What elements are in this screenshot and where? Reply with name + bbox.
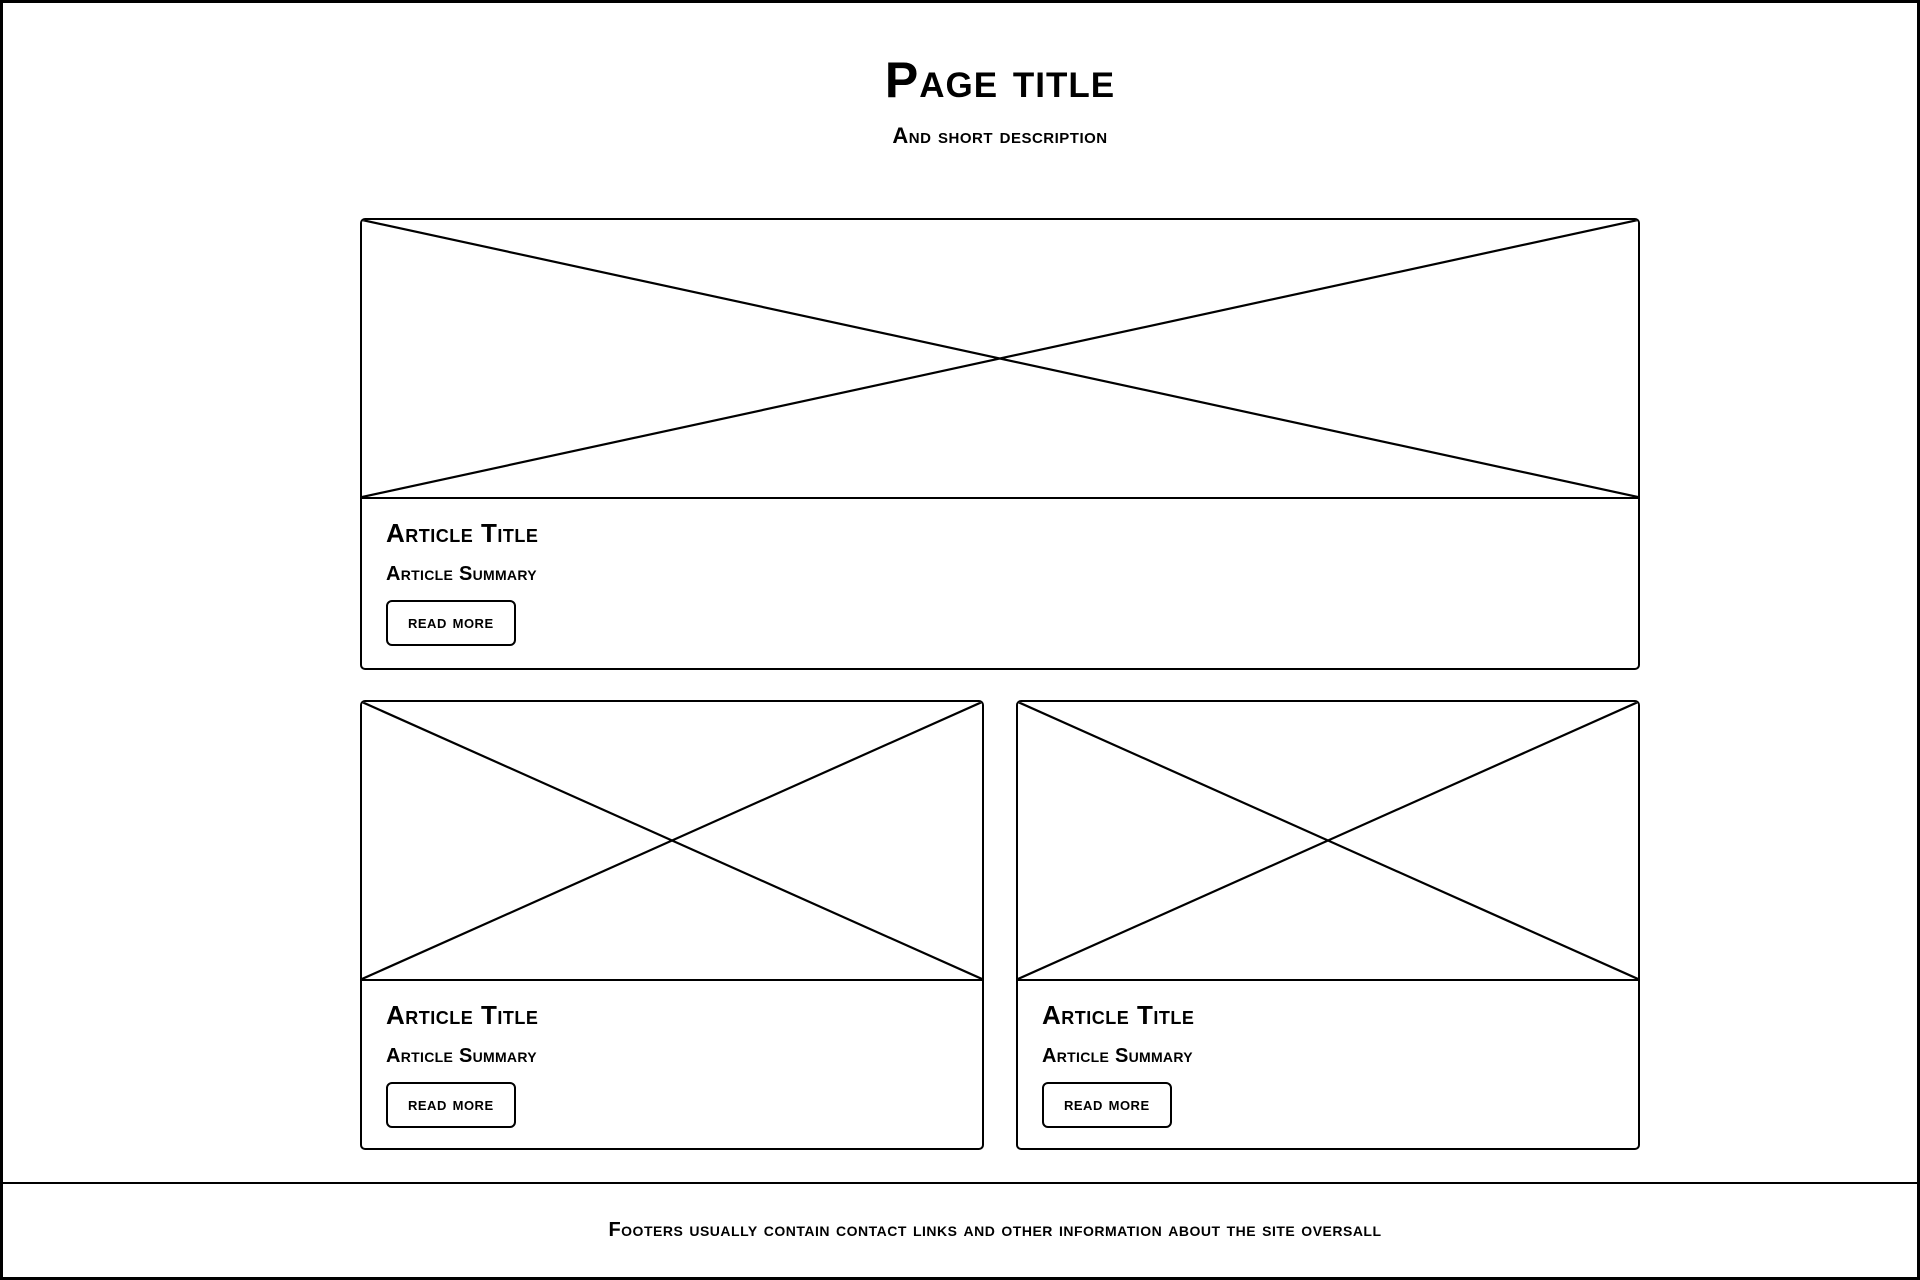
- article-image-placeholder: [1018, 702, 1638, 982]
- article-card-left: Article Title Article Summary read more: [360, 700, 984, 1151]
- image-placeholder-x-icon: [362, 220, 1638, 497]
- read-more-button[interactable]: read more: [386, 600, 516, 647]
- page-title: Page title: [884, 52, 1116, 108]
- article-card-right: Article Title Article Summary read more: [1016, 700, 1640, 1151]
- image-placeholder-x-icon: [362, 702, 982, 979]
- article-summary: Article Summary: [386, 563, 537, 586]
- featured-article-card: Article Title Article Summary read more: [360, 218, 1640, 671]
- read-more-button[interactable]: read more: [1042, 1082, 1172, 1129]
- article-summary: Article Summary: [386, 1045, 537, 1068]
- page-subtitle: And short description: [892, 123, 1108, 148]
- article-title: Article Title: [386, 1000, 539, 1031]
- articles-row: Article Title Article Summary read more …: [360, 700, 1640, 1151]
- footer-text: Footers usually contain contact links an…: [608, 1219, 1382, 1241]
- read-more-button[interactable]: read more: [386, 1082, 516, 1129]
- page-footer: Footers usually contain contact links an…: [3, 1182, 1917, 1277]
- main-content: Page title And short description Article…: [360, 52, 1640, 1151]
- featured-article-image-placeholder: [362, 220, 1638, 500]
- featured-article-body: Article Title Article Summary read more: [362, 499, 1638, 647]
- article-summary: Article Summary: [1042, 1045, 1193, 1068]
- image-placeholder-x-icon: [1018, 702, 1638, 979]
- article-body: Article Title Article Summary read more: [1018, 981, 1638, 1129]
- article-title: Article Title: [1042, 1000, 1195, 1031]
- article-title: Article Title: [386, 518, 539, 549]
- article-body: Article Title Article Summary read more: [362, 981, 982, 1129]
- article-image-placeholder: [362, 702, 982, 982]
